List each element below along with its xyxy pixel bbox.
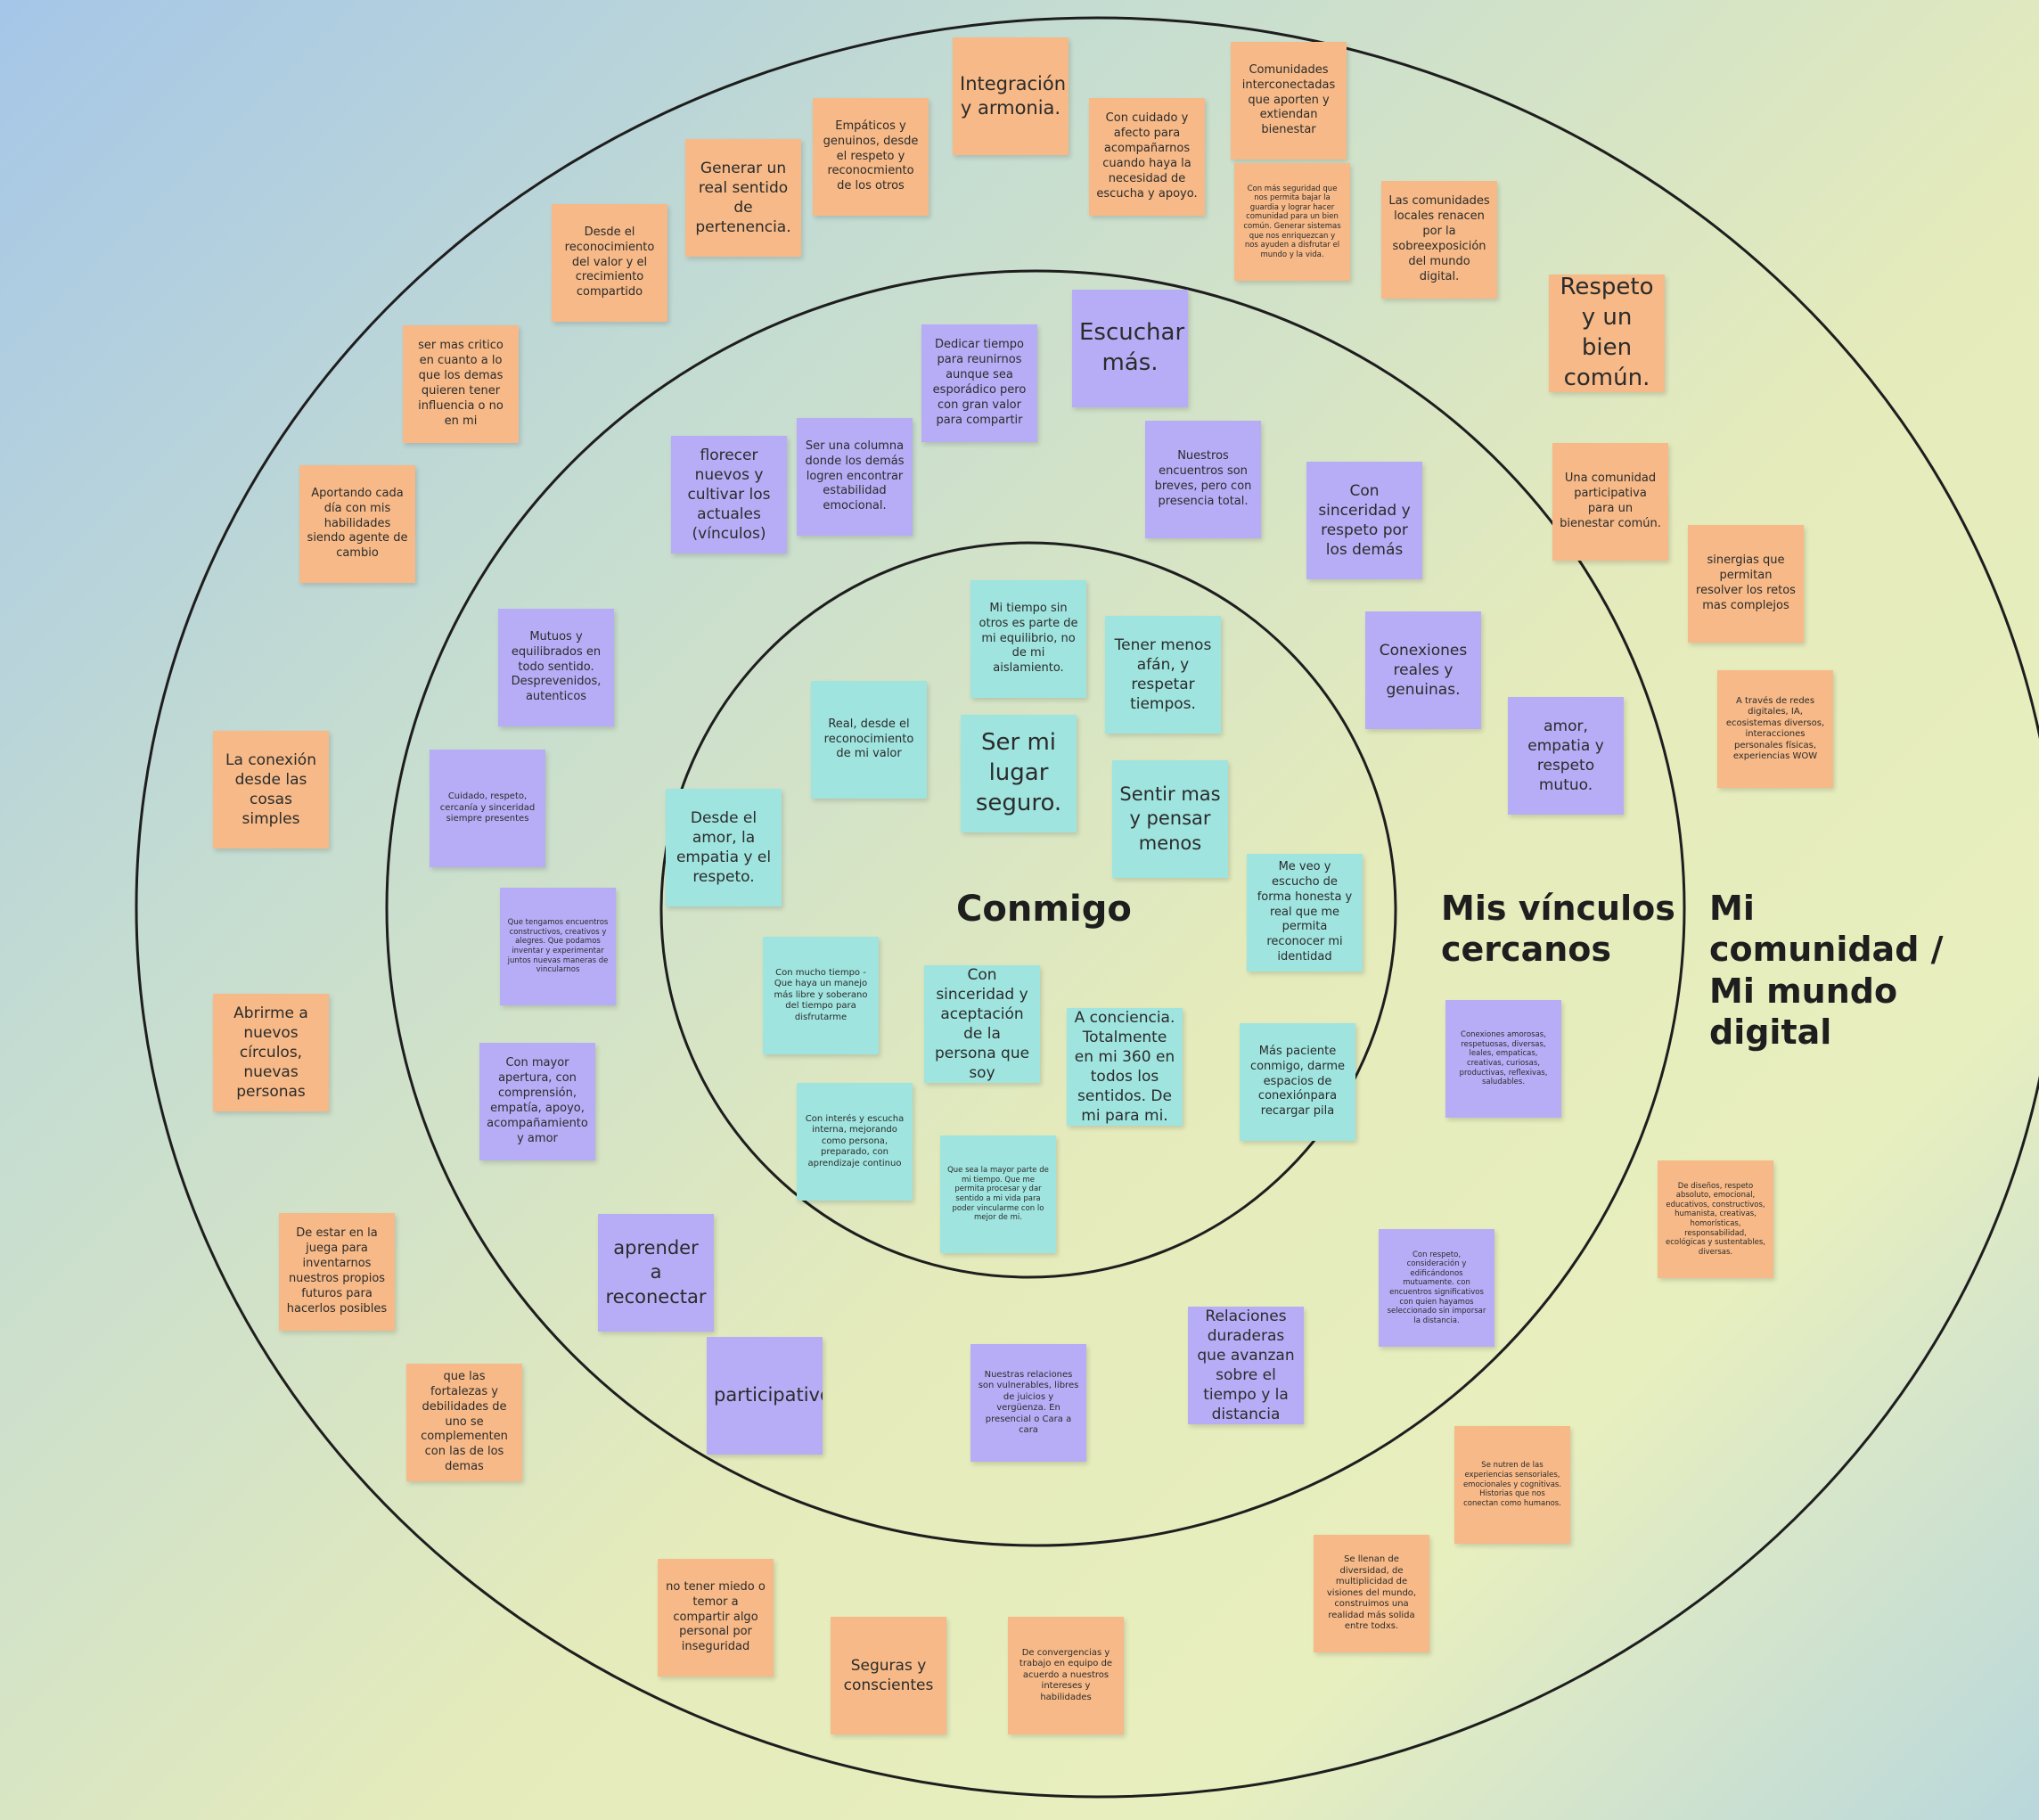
sticky-note[interactable]: A través de redes digitales, IA, ecosist…: [1717, 670, 1833, 788]
sticky-note[interactable]: Me veo y escucho de forma honesta y real…: [1247, 854, 1363, 971]
sticky-note[interactable]: Empáticos y genuinos, desde el respeto y…: [813, 98, 929, 216]
sticky-note[interactable]: De estar en la juega para inventarnos nu…: [279, 1213, 395, 1331]
sticky-note[interactable]: Conexiones amorosas, respetuosas, divers…: [1445, 1000, 1561, 1118]
sticky-note[interactable]: no tener miedo o temor a compartir algo …: [658, 1559, 774, 1677]
sticky-note[interactable]: Una comunidad participativa para un bien…: [1552, 443, 1668, 561]
sticky-note[interactable]: Mutuos y equilibrados en todo sentido. D…: [498, 609, 614, 726]
sticky-note[interactable]: Integración y armonia.: [953, 37, 1069, 155]
sticky-note[interactable]: Conexiones reales y genuinas.: [1365, 611, 1481, 729]
ring-label-comunidad: Mi comunidad / Mi mundo digital: [1709, 889, 1944, 1053]
sticky-note[interactable]: Escuchar más.: [1072, 290, 1188, 407]
sticky-note[interactable]: Generar un real sentido de pertenencia.: [685, 139, 801, 257]
sticky-note[interactable]: Con sinceridad y aceptación de la person…: [924, 965, 1040, 1083]
sticky-note[interactable]: Desde el amor, la empatia y el respeto.: [666, 789, 782, 906]
sticky-note[interactable]: Abrirme a nuevos círculos, nuevas person…: [213, 994, 329, 1111]
sticky-note[interactable]: ser mas critico en cuanto a lo que los d…: [403, 325, 519, 443]
sticky-note[interactable]: Comunidades interconectadas que aporten …: [1231, 42, 1347, 160]
sticky-note[interactable]: Real, desde el reconocimiento de mi valo…: [811, 681, 927, 799]
sticky-note[interactable]: Con respeto, consideración y edificándon…: [1379, 1229, 1494, 1347]
middle-ring: [385, 269, 1686, 1547]
sticky-note[interactable]: Con sinceridad y respeto por los demás: [1306, 462, 1422, 579]
sticky-note[interactable]: Con más seguridad que nos permita bajar …: [1234, 163, 1350, 281]
outer-ring: [135, 16, 2039, 1799]
sticky-note[interactable]: De diseños, respeto absoluto, emocional,…: [1658, 1160, 1773, 1278]
sticky-note[interactable]: Mi tiempo sin otros es parte de mi equil…: [970, 580, 1086, 698]
sticky-note[interactable]: Ser mi lugar seguro.: [961, 715, 1077, 832]
sticky-note[interactable]: aprender a reconectar: [598, 1214, 714, 1332]
sticky-note[interactable]: sinergias que permitan resolver los reto…: [1688, 525, 1804, 643]
sticky-note[interactable]: A conciencia. Totalmente en mi 360 en to…: [1067, 1008, 1183, 1126]
sticky-note[interactable]: Con mayor apertura, con comprensión, emp…: [479, 1043, 595, 1160]
sticky-note[interactable]: Ser una columna donde los demás logren e…: [797, 418, 913, 536]
sticky-note[interactable]: Dedicar tiempo para reunirnos aunque sea…: [921, 324, 1037, 442]
sticky-note[interactable]: Las comunidades locales renacen por la s…: [1381, 181, 1497, 299]
sticky-note[interactable]: Desde el reconocimiento del valor y el c…: [552, 204, 667, 322]
sticky-note[interactable]: Cuidado, respeto, cercanía y sinceridad …: [430, 750, 545, 867]
sticky-note[interactable]: Se nutren de las experiencias sensoriale…: [1454, 1426, 1570, 1544]
sticky-note[interactable]: Relaciones duraderas que avanzan sobre e…: [1188, 1307, 1304, 1424]
sticky-note[interactable]: Con interés y escucha interna, mejorando…: [797, 1083, 913, 1201]
sticky-note[interactable]: Con cuidado y afecto para acompañarnos c…: [1089, 98, 1205, 216]
sticky-note[interactable]: florecer nuevos y cultivar los actuales …: [671, 436, 787, 553]
sticky-note[interactable]: Aportando cada día con mis habilidades s…: [299, 465, 415, 583]
ring-label-conmigo: Conmigo: [956, 889, 1132, 930]
sticky-note[interactable]: Tener menos afán, y respetar tiempos.: [1105, 616, 1221, 734]
sticky-note[interactable]: Respeto y un bien común.: [1549, 275, 1665, 392]
inner-ring: [659, 541, 1397, 1279]
sticky-note[interactable]: Que tengamos encuentros constructivos, c…: [500, 888, 616, 1005]
sticky-note[interactable]: que las fortalezas y debilidades de uno …: [406, 1364, 522, 1481]
sticky-note[interactable]: Nuestros encuentros son breves, pero con…: [1145, 421, 1261, 538]
sticky-note[interactable]: Seguras y conscientes: [831, 1617, 946, 1734]
sticky-note[interactable]: Nuestras relaciones son vulnerables, lib…: [970, 1344, 1086, 1462]
sticky-note[interactable]: Que sea la mayor parte de mi tiempo. Que…: [940, 1135, 1056, 1253]
sticky-note[interactable]: La conexión desde las cosas simples: [213, 731, 329, 849]
sticky-note[interactable]: De convergencias y trabajo en equipo de …: [1008, 1617, 1124, 1734]
ring-label-vinculos: Mis vínculos cercanos: [1441, 889, 1675, 970]
sticky-note[interactable]: amor, empatia y respeto mutuo.: [1508, 697, 1624, 815]
sticky-note[interactable]: Más paciente conmigo, darme espacios de …: [1240, 1023, 1355, 1141]
sticky-note[interactable]: Se llenan de diversidad, de multiplicida…: [1314, 1535, 1429, 1652]
sticky-note[interactable]: participativo: [707, 1337, 823, 1455]
sticky-note[interactable]: Sentir mas y pensar menos: [1112, 760, 1228, 878]
sticky-note[interactable]: Con mucho tiempo - Que haya un manejo má…: [763, 937, 879, 1054]
